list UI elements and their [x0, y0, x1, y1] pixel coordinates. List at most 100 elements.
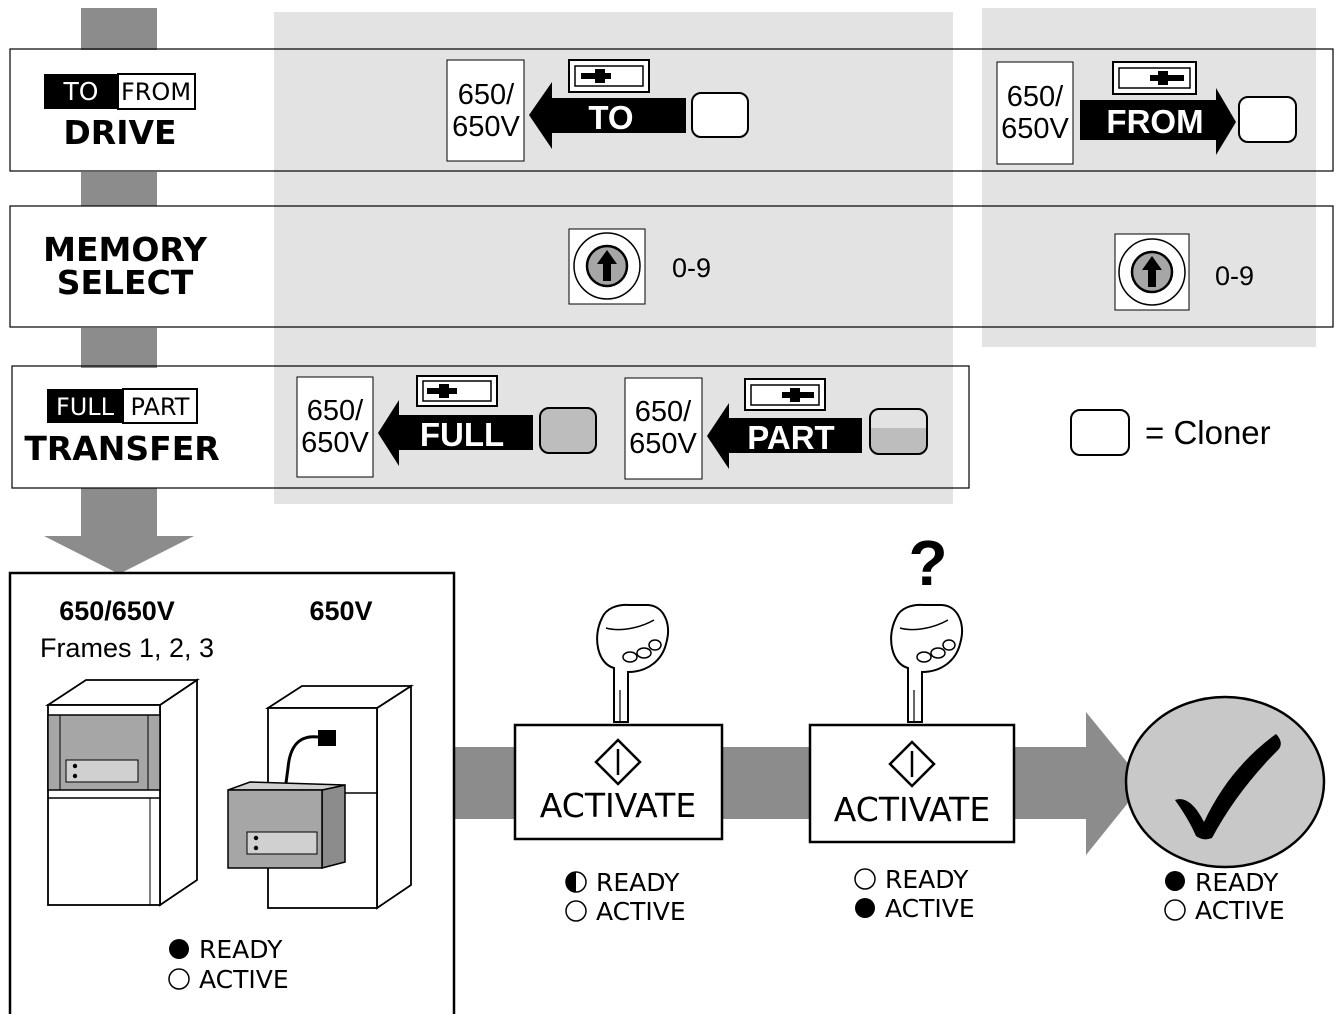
legend-cloner-icon: [1070, 409, 1130, 456]
to-arrow-text: TO: [588, 99, 633, 136]
from-device-box: [996, 61, 1074, 165]
from-arrow: [1080, 88, 1236, 155]
legend-text: = Cloner: [1145, 414, 1271, 451]
step1-activate-label: ACTIVATE: [540, 786, 696, 825]
memory-key-left: [568, 228, 646, 305]
step3-active-dot: [1164, 899, 1186, 921]
step2-active-dot: [855, 898, 875, 918]
flow-band-1: [455, 747, 515, 819]
tab-full: [47, 389, 123, 423]
part-arrow: [707, 403, 862, 469]
tab-part-text: PART: [131, 393, 190, 421]
transfer-row-frame: [11, 365, 970, 489]
drive-650v-remote-side: [321, 784, 346, 869]
full-device-line2: 650V: [301, 427, 369, 459]
tab-to: [44, 74, 118, 109]
part-cloner-icon: [869, 408, 928, 455]
drives-title-left: 650/650V: [59, 596, 175, 626]
step2-activate-label: ACTIVATE: [834, 790, 990, 829]
from-device-line1: 650/: [1007, 81, 1064, 113]
drive-label: DRIVE: [63, 113, 176, 152]
drive-650-illustration: [44, 678, 200, 907]
to-device-line2: 650V: [452, 111, 520, 143]
step3-check-circle: [1124, 695, 1326, 869]
part-device-line2: 650V: [629, 428, 697, 460]
tab-full-text: FULL: [56, 393, 115, 421]
from-card-bar: [1150, 75, 1184, 81]
drive-650-buttons: [65, 759, 139, 783]
tab-to-text: TO: [63, 77, 99, 106]
from-cloner-icon: [1238, 96, 1297, 143]
drive-650v-led1: [253, 835, 259, 841]
drive-from-group: 650/ 650V FROM: [996, 61, 1297, 165]
drive-650v-side: [376, 684, 412, 910]
part-device-line1: 650/: [635, 396, 692, 428]
drives-status-ready: READY: [199, 935, 283, 964]
drives-subtitle-left: Frames 1, 2, 3: [40, 633, 214, 663]
drive-650v-port: [318, 730, 336, 746]
to-card-bar: [581, 73, 611, 79]
drive-650-led2: [72, 773, 78, 779]
memory-range-right: 0-9: [1215, 261, 1254, 291]
tab-from-text: FROM: [121, 78, 191, 106]
drive-650v-led2: [253, 845, 259, 851]
drives-ready-dot: [169, 939, 189, 959]
step1-status-ready: READY: [596, 868, 680, 897]
full-arrow-text: FULL: [420, 416, 504, 453]
flow-shaft-2: [81, 172, 157, 206]
step2-ready-dot: [854, 868, 876, 890]
part-arrow-text: PART: [747, 419, 834, 456]
drive-650v-illustration: [227, 684, 415, 910]
flow-arrow-head: [44, 536, 194, 574]
part-card-bar: [782, 392, 814, 398]
memory-range-left: 0-9: [672, 253, 711, 283]
step2-status-ready: READY: [885, 865, 969, 894]
checkmark-icon: [1175, 734, 1281, 840]
to-arrow: [529, 82, 686, 149]
up-arrow-key-icon-right: [1142, 256, 1162, 287]
step1-hand-icon: [596, 603, 669, 723]
flow-shaft-4: [81, 488, 157, 538]
step1-ready-half: [566, 872, 576, 892]
to-cloner-icon: [691, 92, 749, 138]
part-device-box: [624, 377, 703, 480]
tab-part: [122, 388, 198, 424]
memory-label-line1: MEMORY: [43, 230, 208, 269]
to-device-line1: 650/: [458, 79, 515, 111]
drives-active-dot: [168, 968, 190, 990]
drive-row-frame: [9, 48, 1334, 172]
drive-650v-remote-front: [227, 789, 323, 869]
full-device-box: [296, 376, 374, 478]
step2-question-mark: ?: [908, 527, 947, 599]
step3-status-ready: READY: [1195, 868, 1279, 897]
step3-status-active: ACTIVE: [1195, 896, 1285, 925]
memory-label-line2: SELECT: [57, 263, 194, 302]
memory-key-right: [1114, 233, 1190, 311]
drives-status-active: ACTIVE: [199, 965, 289, 994]
full-cloner-icon: [539, 407, 597, 454]
from-device-line2: 650V: [1001, 113, 1069, 145]
step1-status-active: ACTIVE: [596, 897, 686, 926]
up-arrow-key-icon: [597, 250, 617, 281]
drive-650-led1: [72, 763, 78, 769]
drive-650-side: [159, 678, 198, 907]
to-device-box: [446, 59, 525, 162]
flow-arrow-right: [1086, 712, 1144, 855]
transfer-part-group: 650/ 650V PART: [624, 377, 928, 480]
transfer-full-group: 650/ 650V FULL: [296, 375, 597, 478]
drive-label-group: TO FROM DRIVE: [44, 73, 196, 152]
drive-to-group: 650/ 650V TO: [446, 59, 749, 162]
full-card-bar: [427, 388, 457, 394]
memory-row-frame: [9, 205, 1334, 328]
from-arrow-text: FROM: [1106, 103, 1203, 140]
flow-band-2: [722, 747, 810, 819]
transfer-label: TRANSFER: [24, 429, 219, 468]
flow-shaft-top: [81, 8, 157, 50]
step2-hand-icon: [890, 603, 963, 723]
drives-title-right: 650V: [309, 596, 372, 626]
full-device-line1: 650/: [307, 395, 364, 427]
step1-active-dot: [565, 900, 587, 922]
step2-status-active: ACTIVE: [885, 894, 975, 923]
